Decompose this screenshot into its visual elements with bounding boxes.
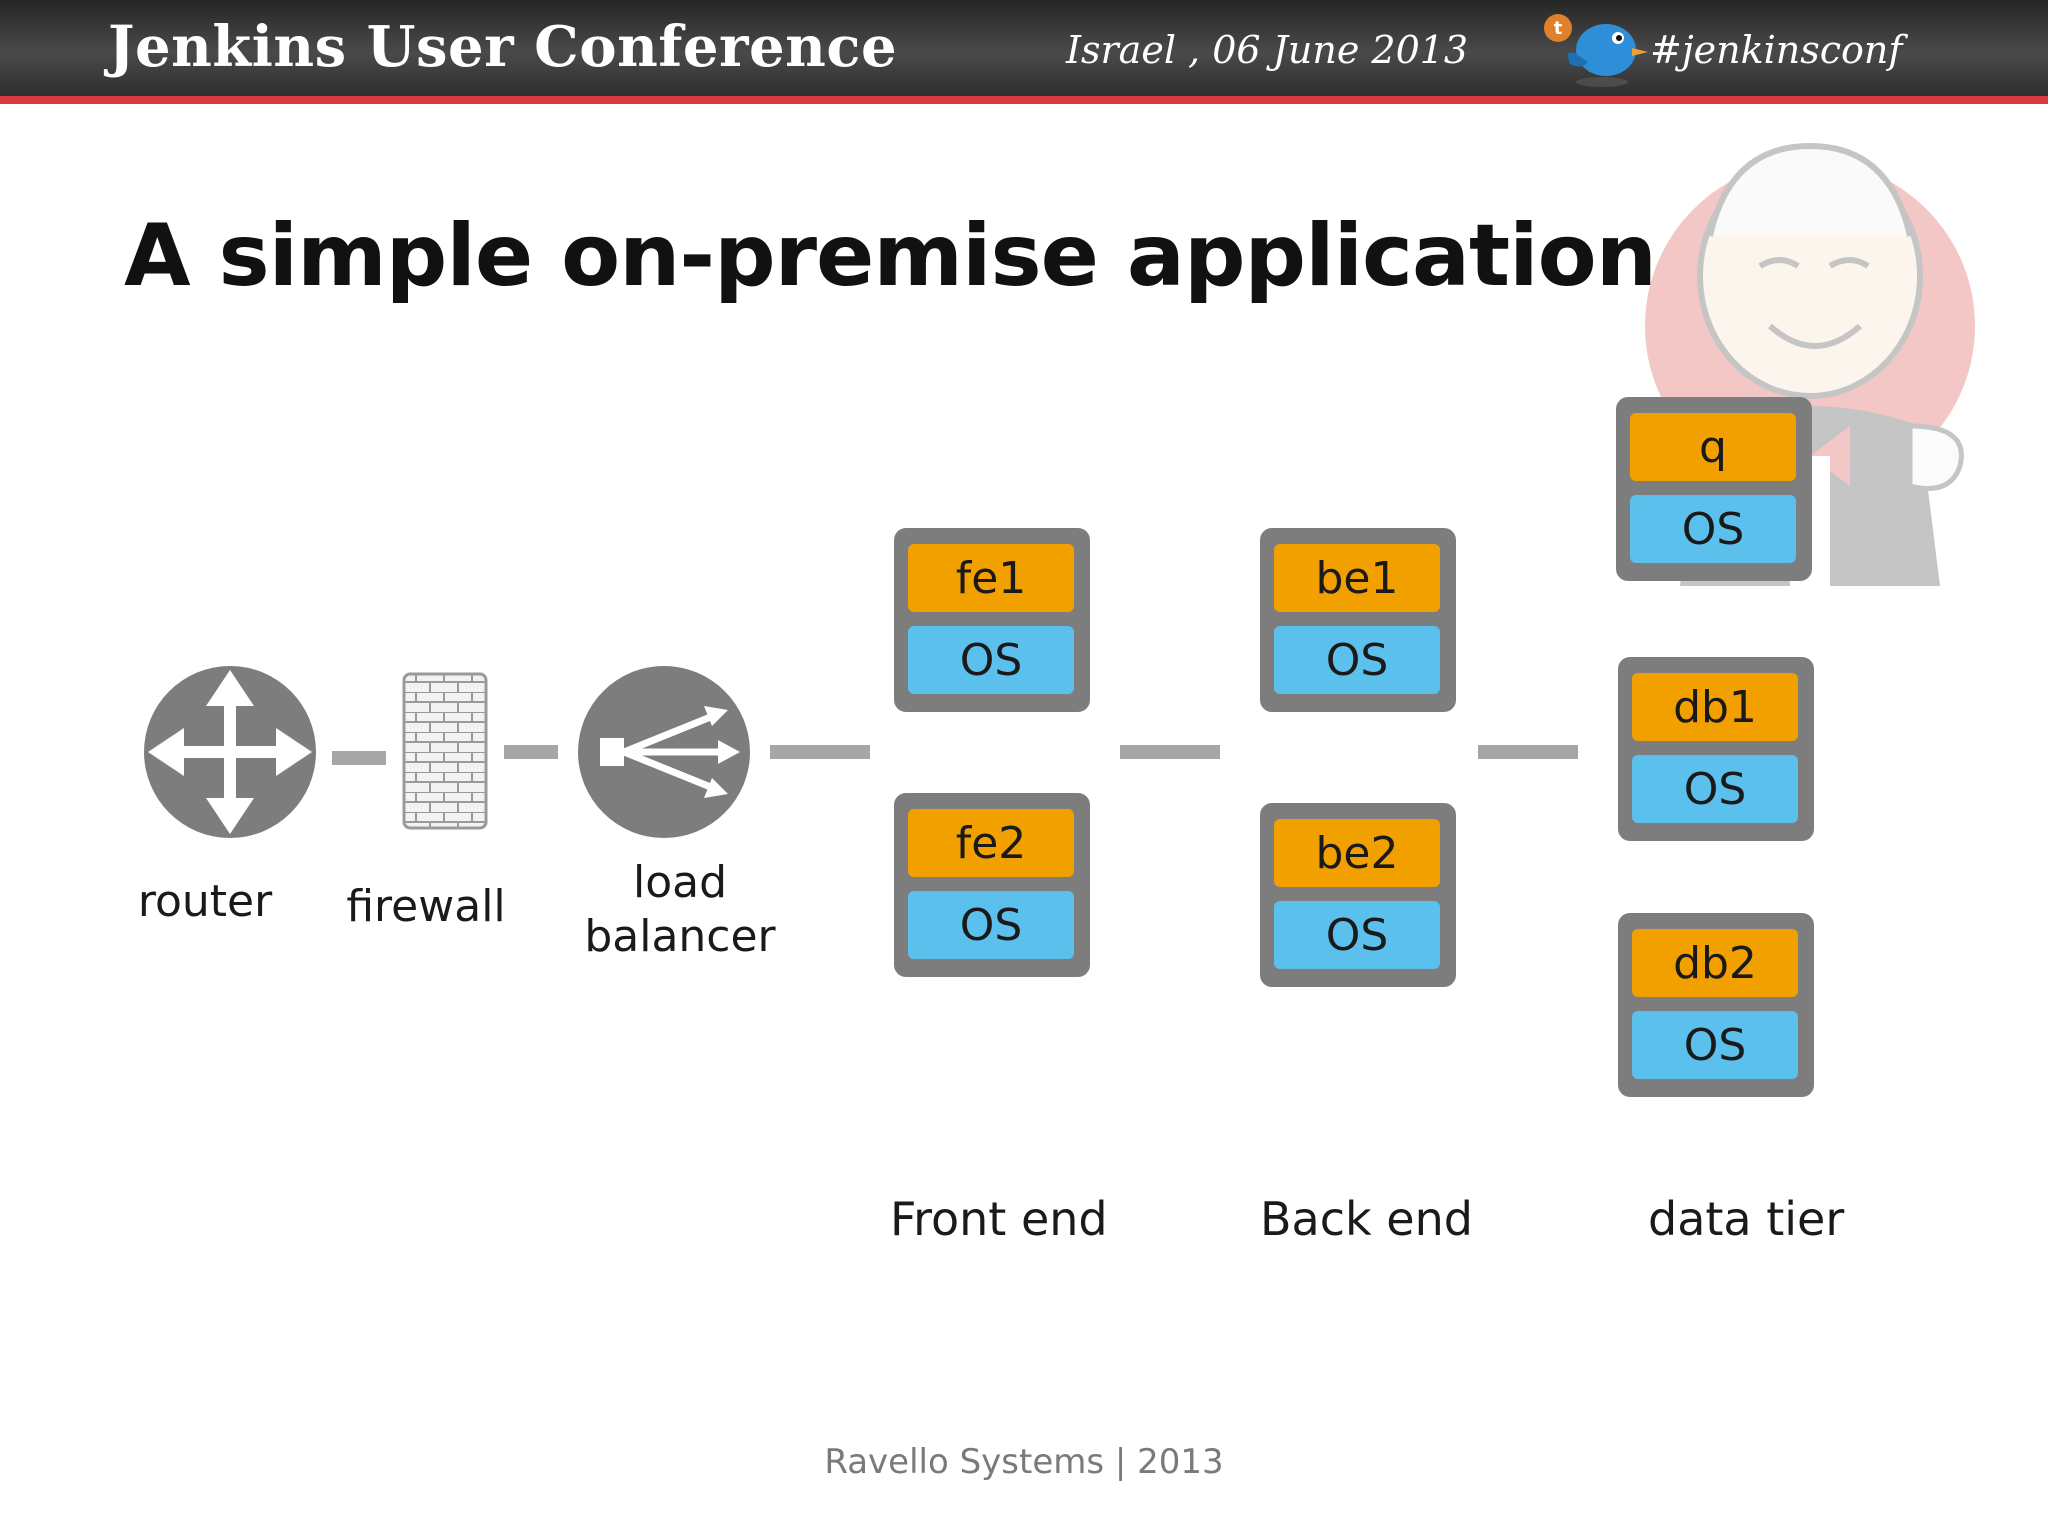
connector-frontend-backend xyxy=(1120,745,1220,759)
slide-title: A simple on-premise application xyxy=(124,206,1657,306)
slide-footer: Ravello Systems | 2013 xyxy=(824,1442,1224,1482)
load-balancer-label: load balancer xyxy=(560,856,800,964)
tier-label-data-tier: data tier xyxy=(1648,1192,1845,1246)
os-layer-fe1: OS xyxy=(908,626,1074,694)
connector-lb-frontend xyxy=(770,745,870,759)
app-layer-be1: be1 xyxy=(1274,544,1440,612)
os-layer-db2: OS xyxy=(1632,1011,1798,1079)
server-be1: be1 OS xyxy=(1260,528,1456,712)
svg-text:t: t xyxy=(1554,18,1563,39)
app-layer-q: q xyxy=(1630,413,1796,481)
os-layer-be1: OS xyxy=(1274,626,1440,694)
app-layer-be2: be2 xyxy=(1274,819,1440,887)
os-layer-db1: OS xyxy=(1632,755,1798,823)
twitter-bird-icon: t xyxy=(1544,14,1648,87)
server-fe2: fe2 OS xyxy=(894,793,1090,977)
firewall-label: firewall xyxy=(346,881,506,932)
router-label: router xyxy=(137,876,273,927)
conference-header: Jenkins User Conference Israel , 06 June… xyxy=(0,0,2048,104)
connector-firewall-loadbalancer xyxy=(504,745,558,759)
tier-label-front-end: Front end xyxy=(890,1192,1108,1246)
os-layer-fe2: OS xyxy=(908,891,1074,959)
app-layer-fe2: fe2 xyxy=(908,809,1074,877)
load-balancer-label-line1: load xyxy=(632,857,728,908)
server-q: q OS xyxy=(1616,397,1812,581)
app-layer-db2: db2 xyxy=(1632,929,1798,997)
load-balancer-label-line2: balancer xyxy=(584,911,776,962)
server-db2: db2 OS xyxy=(1618,913,1814,1097)
app-layer-fe1: fe1 xyxy=(908,544,1074,612)
firewall-icon xyxy=(402,672,488,830)
conference-date: Israel , 06 June 2013 xyxy=(1066,28,1469,72)
server-fe1: fe1 OS xyxy=(894,528,1090,712)
router-icon xyxy=(144,666,316,838)
os-layer-q: OS xyxy=(1630,495,1796,563)
server-db1: db1 OS xyxy=(1618,657,1814,841)
load-balancer-icon xyxy=(578,666,750,838)
server-be2: be2 OS xyxy=(1260,803,1456,987)
conference-title: Jenkins User Conference xyxy=(108,14,898,80)
tier-label-back-end: Back end xyxy=(1260,1192,1473,1246)
conference-hashtag: #jenkinsconf xyxy=(1650,28,1903,72)
app-layer-db1: db1 xyxy=(1632,673,1798,741)
connector-backend-datatier xyxy=(1478,745,1578,759)
os-layer-be2: OS xyxy=(1274,901,1440,969)
connector-router-firewall xyxy=(332,751,386,765)
